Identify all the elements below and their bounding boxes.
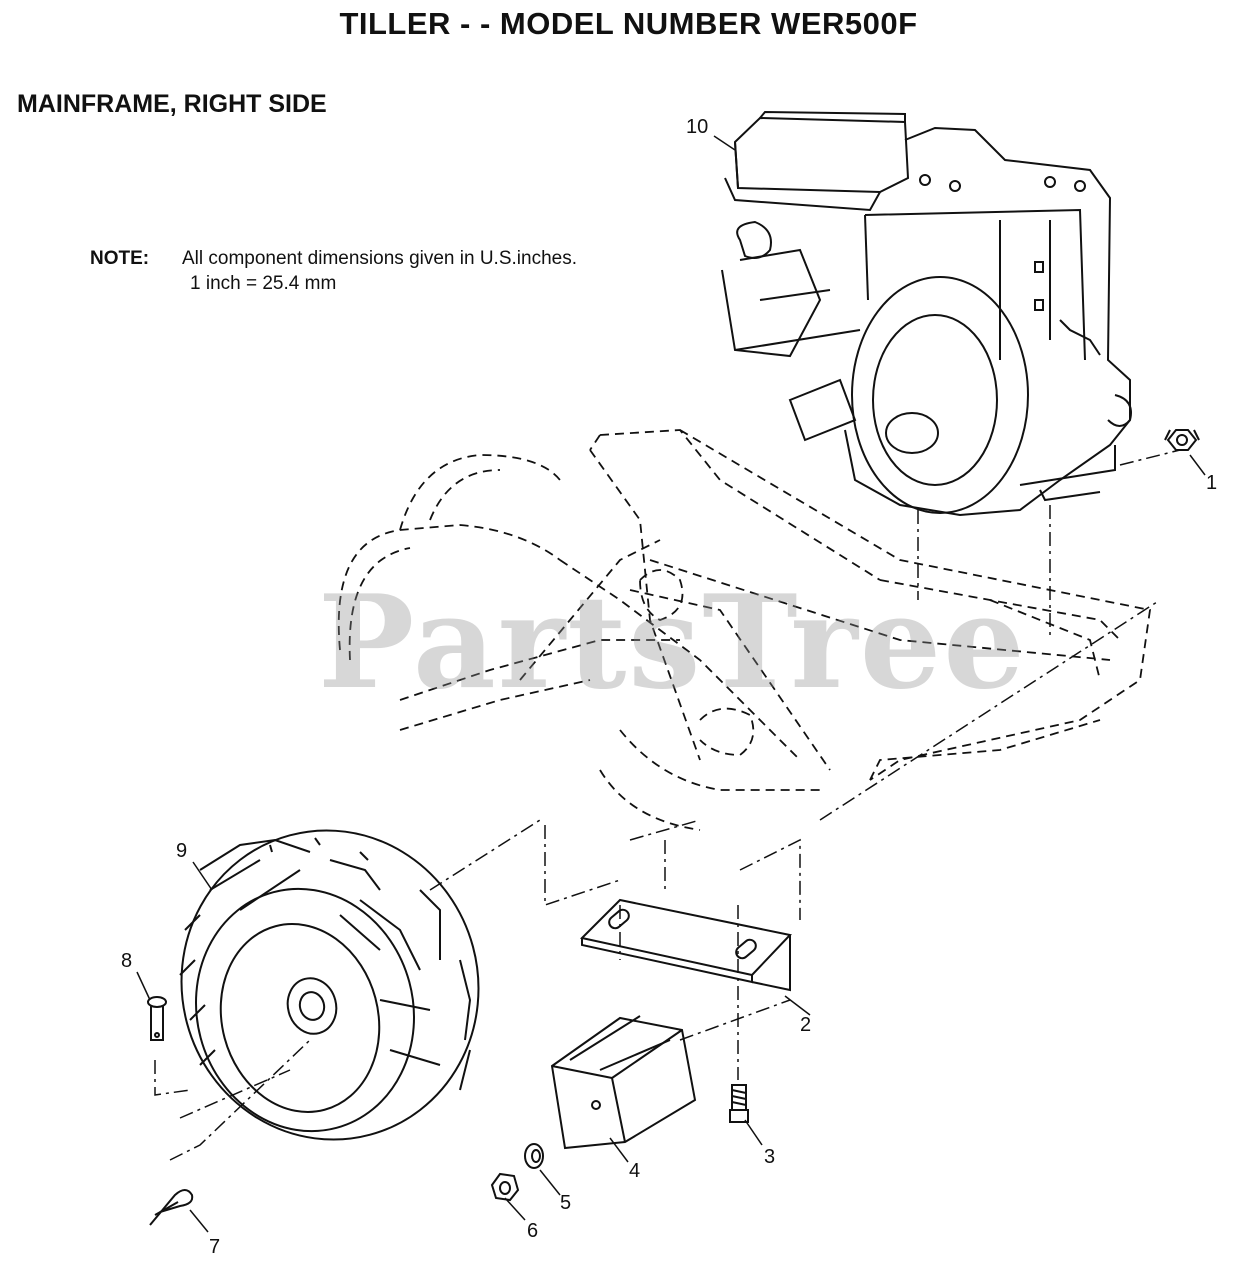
callout-7: 7 [209, 1236, 221, 1258]
hairpin-part-7 [149, 1189, 194, 1226]
note-label: NOTE: [90, 248, 150, 269]
leader-lines [136, 135, 1206, 1233]
callout-3: 3 [764, 1146, 776, 1168]
callout-6: 6 [527, 1220, 539, 1242]
engine-drawing [721, 110, 1132, 517]
mainframe-phantom [337, 429, 1152, 831]
clevis-pin-part-8 [147, 996, 167, 1041]
callout-1: 1 [1206, 472, 1218, 494]
nut-part-6 [490, 1172, 520, 1202]
wheel-part-9 [179, 829, 480, 1141]
section-title: MAINFRAME, RIGHT SIDE [17, 90, 327, 118]
watermark: PartsTree [318, 568, 1027, 718]
callout-8: 8 [121, 950, 133, 972]
callout-5: 5 [560, 1192, 572, 1214]
nut-part-1 [1164, 429, 1200, 451]
note-block: NOTE: All component dimensions given in U… [90, 246, 577, 296]
page-title: TILLER - - MODEL NUMBER WER500F [339, 6, 918, 41]
callout-2: 2 [800, 1014, 812, 1036]
washer-part-5 [524, 1143, 544, 1169]
note-line-1: All component dimensions given in U.S.in… [182, 248, 577, 269]
bolt-part-3 [729, 1084, 749, 1123]
note-line-2: 1 inch = 25.4 mm [190, 273, 337, 294]
weight-part-4 [550, 1015, 697, 1150]
callout-10: 10 [686, 116, 709, 138]
assembly-lines [154, 449, 1181, 1161]
callout-9: 9 [176, 840, 188, 862]
callout-4: 4 [629, 1160, 641, 1182]
bracket-part-2 [579, 898, 792, 992]
